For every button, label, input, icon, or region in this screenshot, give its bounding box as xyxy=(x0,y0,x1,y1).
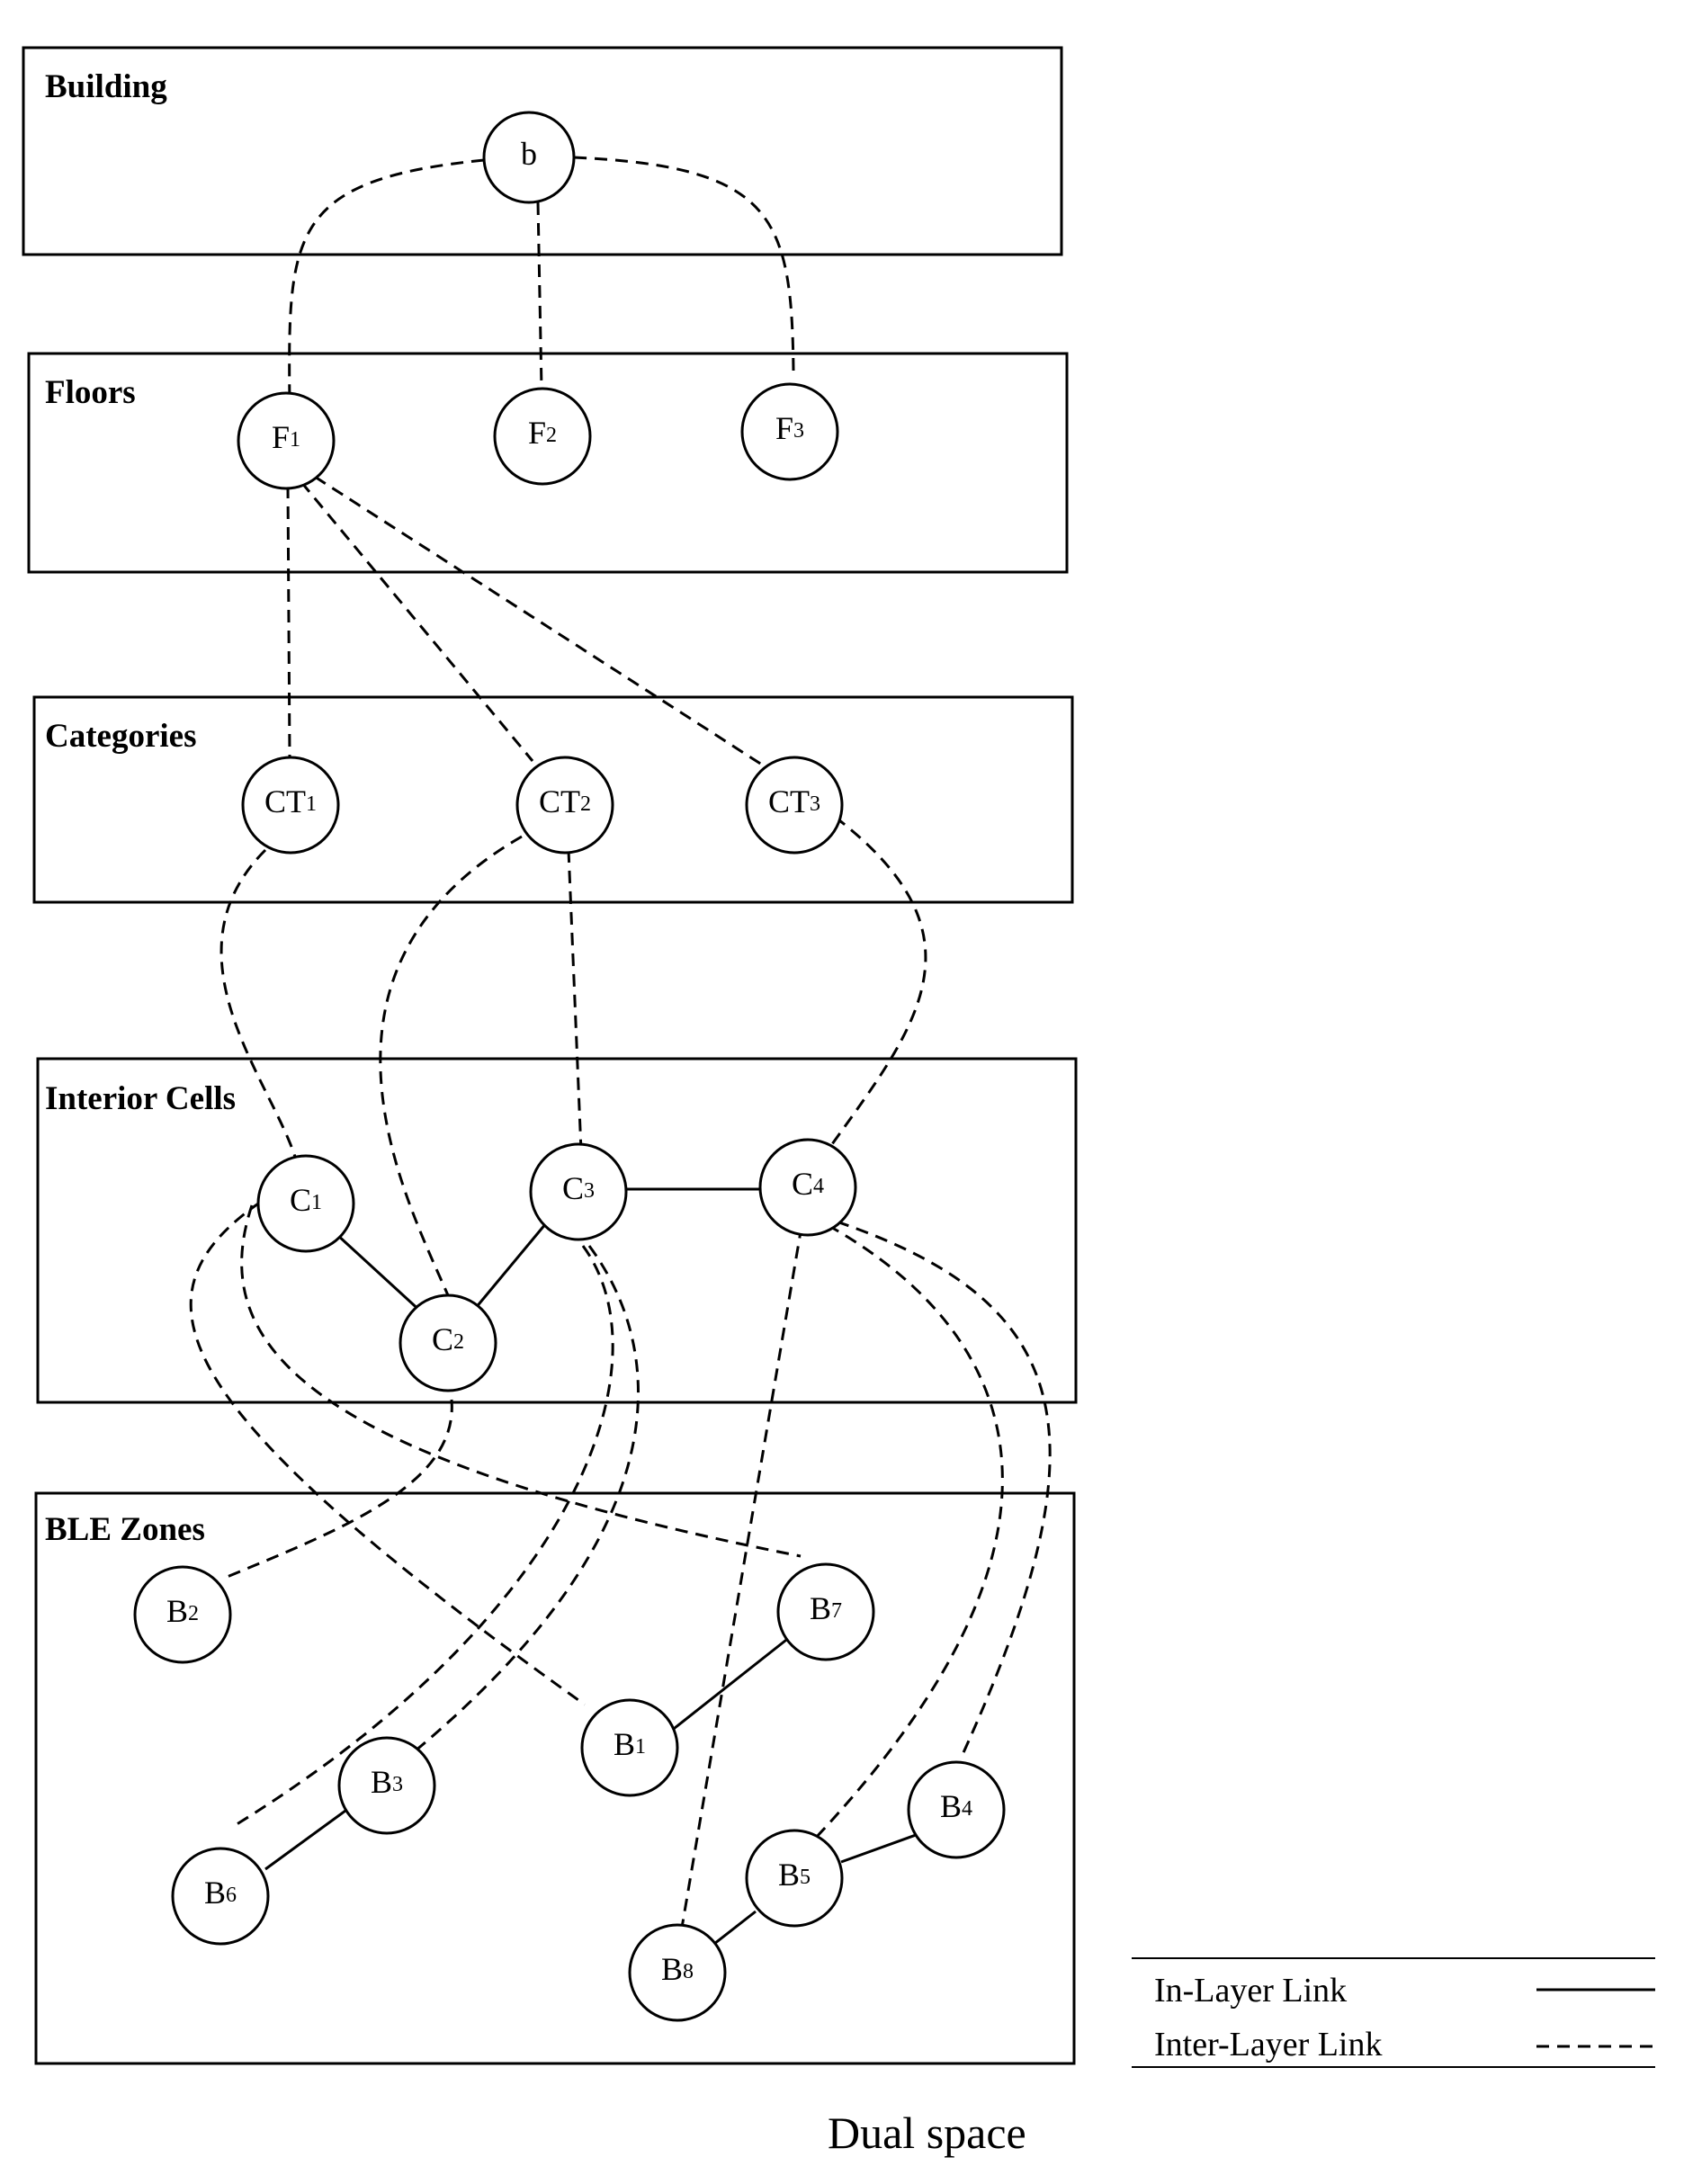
svg-text:F1: F1 xyxy=(272,419,300,455)
ble-zones-layer-box xyxy=(34,1491,1076,2065)
node-c4: C4 xyxy=(758,1138,857,1237)
building-layer-box xyxy=(22,46,1063,256)
svg-text:B1: B1 xyxy=(614,1726,646,1762)
link-c1-c2 xyxy=(335,1232,425,1315)
link-b-f2 xyxy=(536,201,543,389)
svg-text:B5: B5 xyxy=(778,1857,811,1893)
link-b1-b7 xyxy=(669,1635,791,1733)
node-b8: B8 xyxy=(628,1923,727,2022)
categories-layer-title: Categories xyxy=(45,718,197,755)
svg-text:B8: B8 xyxy=(661,1951,694,1987)
node-b7: B7 xyxy=(776,1562,875,1661)
interior-cells-layer-title: Interior Cells xyxy=(45,1080,236,1117)
link-f1-ct2 xyxy=(300,481,534,762)
node-f1: F1 xyxy=(237,391,336,490)
node-ct3: CT3 xyxy=(745,756,844,855)
nodes: b F1 F2 F3 CT1 CT2 CT3 C1 xyxy=(133,111,1006,2022)
link-c4-b4 xyxy=(836,1220,1052,1759)
link-f1-ct1 xyxy=(286,485,291,758)
floors-layer-box xyxy=(27,352,1069,574)
node-b3: B3 xyxy=(337,1736,436,1835)
building-layer-title: Building xyxy=(45,68,167,105)
legend-inter-layer-label: Inter-Layer Link xyxy=(1154,2026,1383,2063)
svg-text:C1: C1 xyxy=(290,1182,322,1218)
svg-text:B3: B3 xyxy=(371,1764,403,1800)
link-c1-b1 xyxy=(189,1200,586,1706)
node-b: b xyxy=(482,111,576,204)
node-c2: C2 xyxy=(399,1293,497,1392)
link-ct1-c1 xyxy=(219,848,297,1158)
svg-text:CT3: CT3 xyxy=(768,783,820,819)
link-f1-ct3 xyxy=(314,475,766,768)
link-c2-c3 xyxy=(473,1217,552,1310)
ble-zones-layer-title: BLE Zones xyxy=(45,1511,205,1548)
svg-text:CT2: CT2 xyxy=(539,783,591,819)
interior-cells-layer-box xyxy=(36,1057,1078,1404)
svg-text:B7: B7 xyxy=(810,1590,842,1626)
link-b-f1 xyxy=(288,158,485,407)
link-c1-b7 xyxy=(240,1204,802,1558)
node-c1: C1 xyxy=(256,1154,355,1253)
svg-text:B4: B4 xyxy=(940,1788,972,1824)
node-ct1: CT1 xyxy=(241,756,340,855)
inter-layer-links xyxy=(189,156,1052,1929)
link-ct2-c3 xyxy=(567,849,583,1152)
svg-text:F2: F2 xyxy=(528,415,557,451)
node-b1: B1 xyxy=(580,1698,679,1797)
svg-text:C3: C3 xyxy=(562,1170,595,1206)
svg-text:C2: C2 xyxy=(432,1321,464,1357)
svg-text:B2: B2 xyxy=(166,1593,199,1629)
link-c4-b5 xyxy=(812,1223,1004,1841)
svg-text:b: b xyxy=(521,136,537,172)
svg-text:F3: F3 xyxy=(775,410,804,446)
svg-text:C4: C4 xyxy=(792,1166,824,1202)
diagram-caption: Dual space xyxy=(828,2108,1026,2158)
node-b4: B4 xyxy=(907,1760,1006,1859)
link-c2-b2 xyxy=(224,1399,453,1580)
node-ct2: CT2 xyxy=(515,756,614,855)
link-c3-b3 xyxy=(408,1245,640,1758)
floors-layer-title: Floors xyxy=(45,374,136,411)
svg-text:B6: B6 xyxy=(204,1875,237,1911)
node-c3: C3 xyxy=(529,1142,628,1241)
categories-layer-box xyxy=(32,695,1074,904)
node-b5: B5 xyxy=(745,1829,844,1928)
link-b5-b4 xyxy=(840,1833,917,1864)
node-f3: F3 xyxy=(740,382,839,481)
node-f2: F2 xyxy=(493,387,592,486)
link-c4-b8 xyxy=(680,1204,807,1929)
svg-text:CT1: CT1 xyxy=(264,783,317,819)
link-c3-b6 xyxy=(233,1245,614,1828)
node-b2: B2 xyxy=(133,1565,232,1664)
link-b3-b6 xyxy=(264,1809,346,1871)
link-b-f3 xyxy=(573,156,795,371)
node-b6: B6 xyxy=(171,1847,270,1946)
link-ct2-c2 xyxy=(379,835,523,1296)
legend: In-Layer Link Inter-Layer Link xyxy=(1132,1957,1655,2068)
link-ct3-c4 xyxy=(830,815,927,1145)
legend-in-layer-label: In-Layer Link xyxy=(1154,1972,1347,2009)
